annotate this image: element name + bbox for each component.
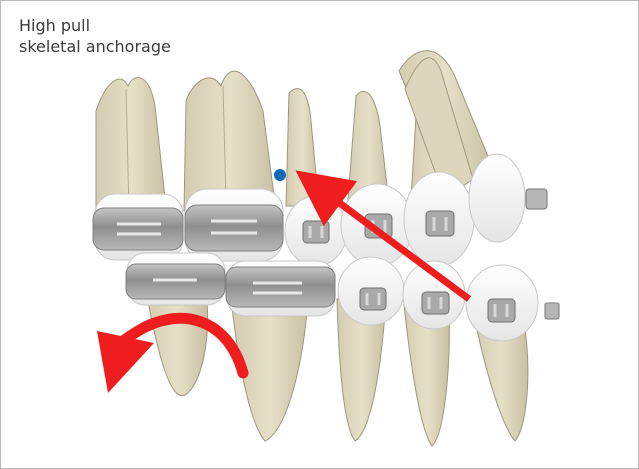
anchor-point-icon [274, 169, 286, 181]
curved-arrow-head [97, 331, 154, 393]
